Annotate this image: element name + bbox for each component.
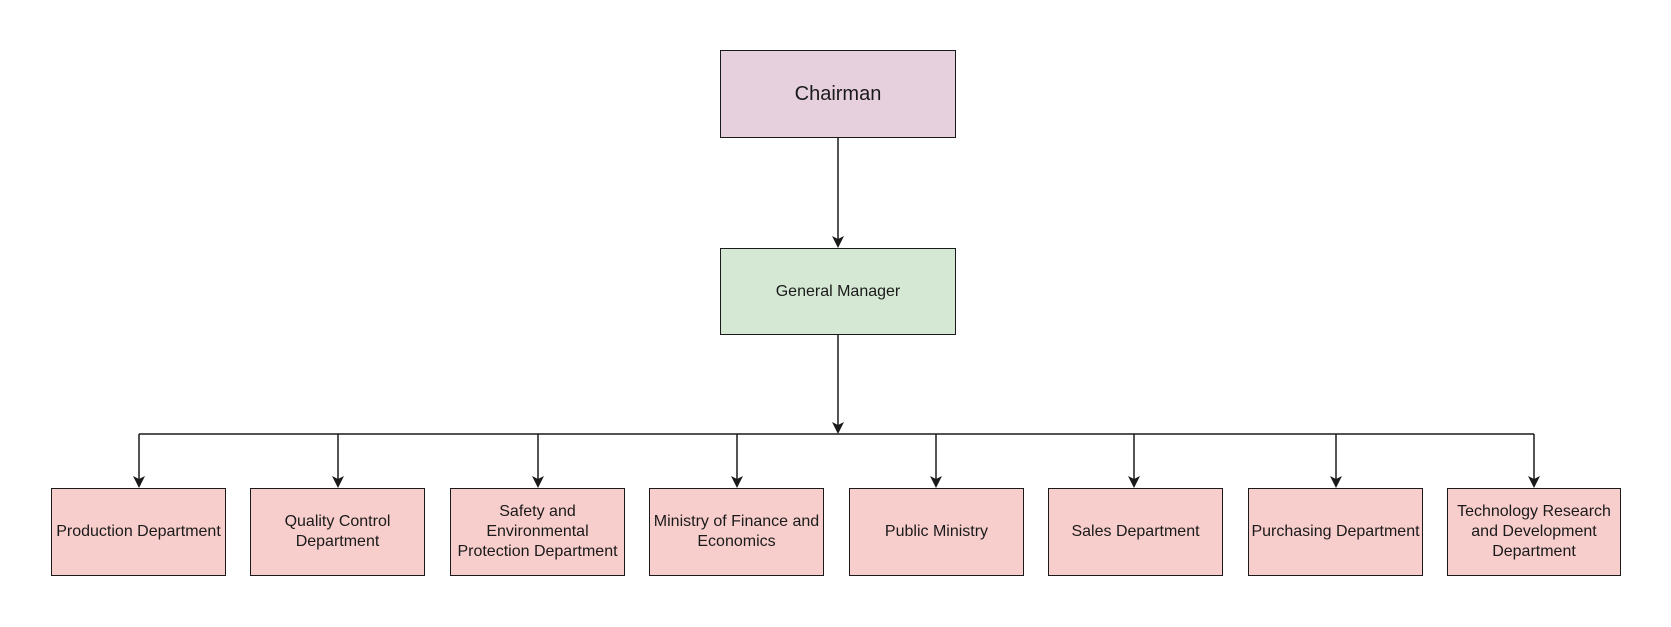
department-label: Production Department (56, 523, 221, 540)
public-ministry-node: Public Ministry (849, 488, 1024, 576)
chairman-node: Chairman (720, 50, 956, 138)
general-manager-label: General Manager (775, 282, 901, 300)
department-label: Public Ministry (884, 523, 989, 540)
technology-research-and-development-department-node: Technology Research and Development Depa… (1447, 488, 1621, 576)
department-label: Ministry of Finance and Economics (653, 513, 820, 550)
department-label: Safety and Environmental Protection Depa… (457, 503, 618, 560)
purchasing-department-node: Purchasing Department (1248, 488, 1423, 576)
department-label: Technology Research and Development Depa… (1457, 503, 1611, 560)
department-label: Quality Control Department (284, 513, 391, 550)
chairman-label: Chairman (794, 82, 882, 105)
department-label: Sales Department (1071, 523, 1200, 540)
production-department-node: Production Department (51, 488, 226, 576)
safety-environmental-protection-department-node: Safety and Environmental Protection Depa… (450, 488, 625, 576)
sales-department-node: Sales Department (1048, 488, 1223, 576)
ministry-of-finance-and-economics-node: Ministry of Finance and Economics (649, 488, 824, 576)
department-label: Purchasing Department (1251, 523, 1420, 540)
quality-control-department-node: Quality Control Department (250, 488, 425, 576)
general-manager-node: General Manager (720, 248, 956, 335)
